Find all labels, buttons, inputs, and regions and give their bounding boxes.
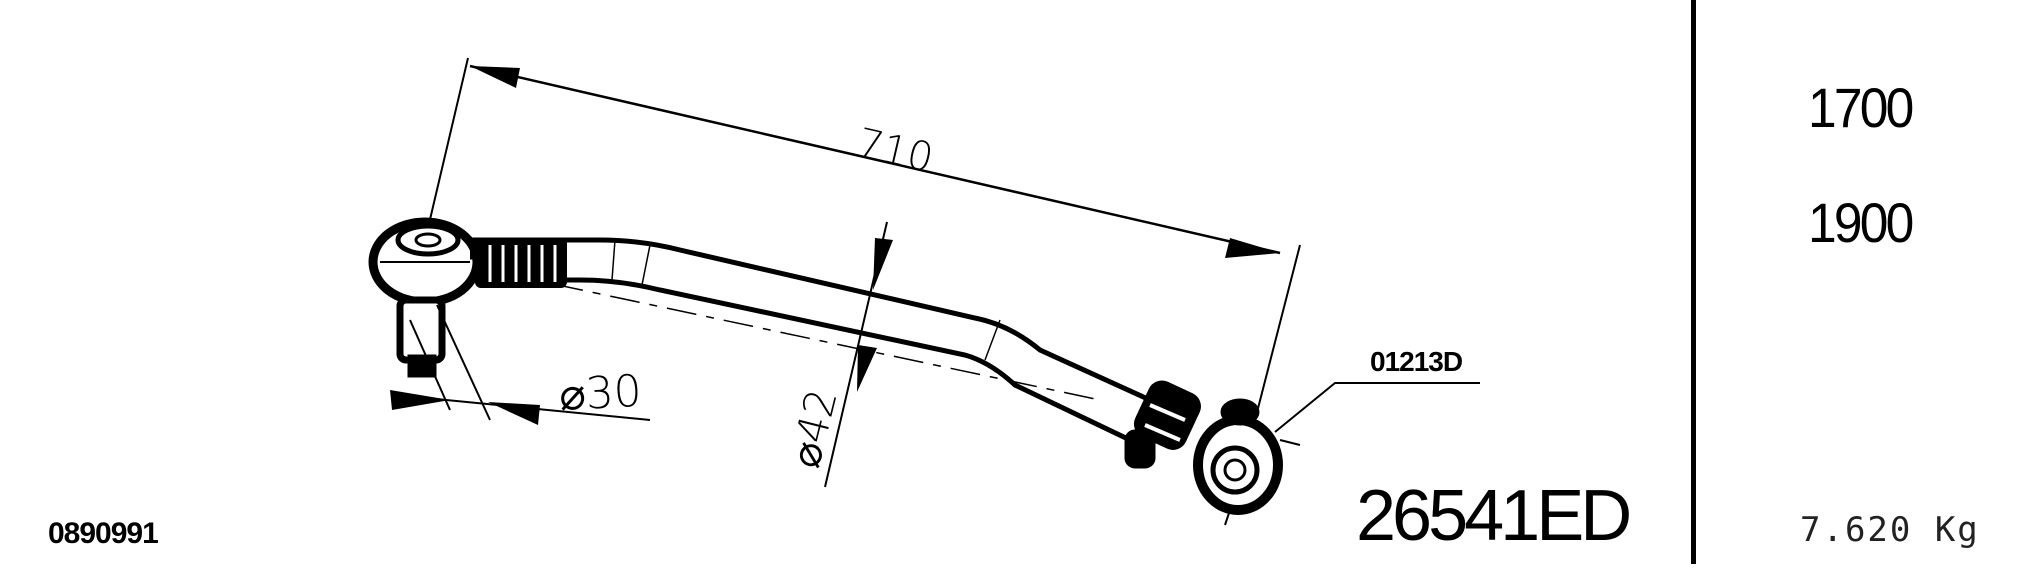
length-label: 710 bbox=[853, 120, 938, 182]
left-ball-joint bbox=[368, 217, 482, 378]
weight-label: 7.620 Kg bbox=[1800, 510, 1980, 550]
drag-link-illustration: 710 bbox=[368, 57, 1480, 526]
pin-diameter-dimension bbox=[390, 304, 651, 425]
spec-panel: 1700 1900 7.620 Kg bbox=[1696, 0, 2040, 564]
callout-label: 01213D bbox=[1370, 346, 1463, 377]
part-number: 26541ED bbox=[1356, 476, 1632, 556]
callout-leader bbox=[1274, 382, 1480, 433]
threaded-section bbox=[475, 238, 567, 288]
tube-diameter-dimension bbox=[824, 221, 893, 488]
reference-code: 0890991 bbox=[48, 517, 159, 550]
tube-diameter-label: ⌀42 bbox=[780, 384, 847, 472]
spec-value: 1900 bbox=[1808, 191, 1914, 254]
right-ball-joint bbox=[1193, 398, 1301, 526]
panel-divider bbox=[1691, 0, 1696, 564]
technical-drawing: 710 bbox=[48, 57, 1632, 556]
tube-body bbox=[439, 237, 1152, 443]
clamp bbox=[1124, 380, 1201, 469]
pin-diameter-label: ⌀30 bbox=[558, 366, 643, 421]
length-dimension bbox=[427, 57, 1301, 421]
spec-value: 1700 bbox=[1808, 76, 1914, 139]
